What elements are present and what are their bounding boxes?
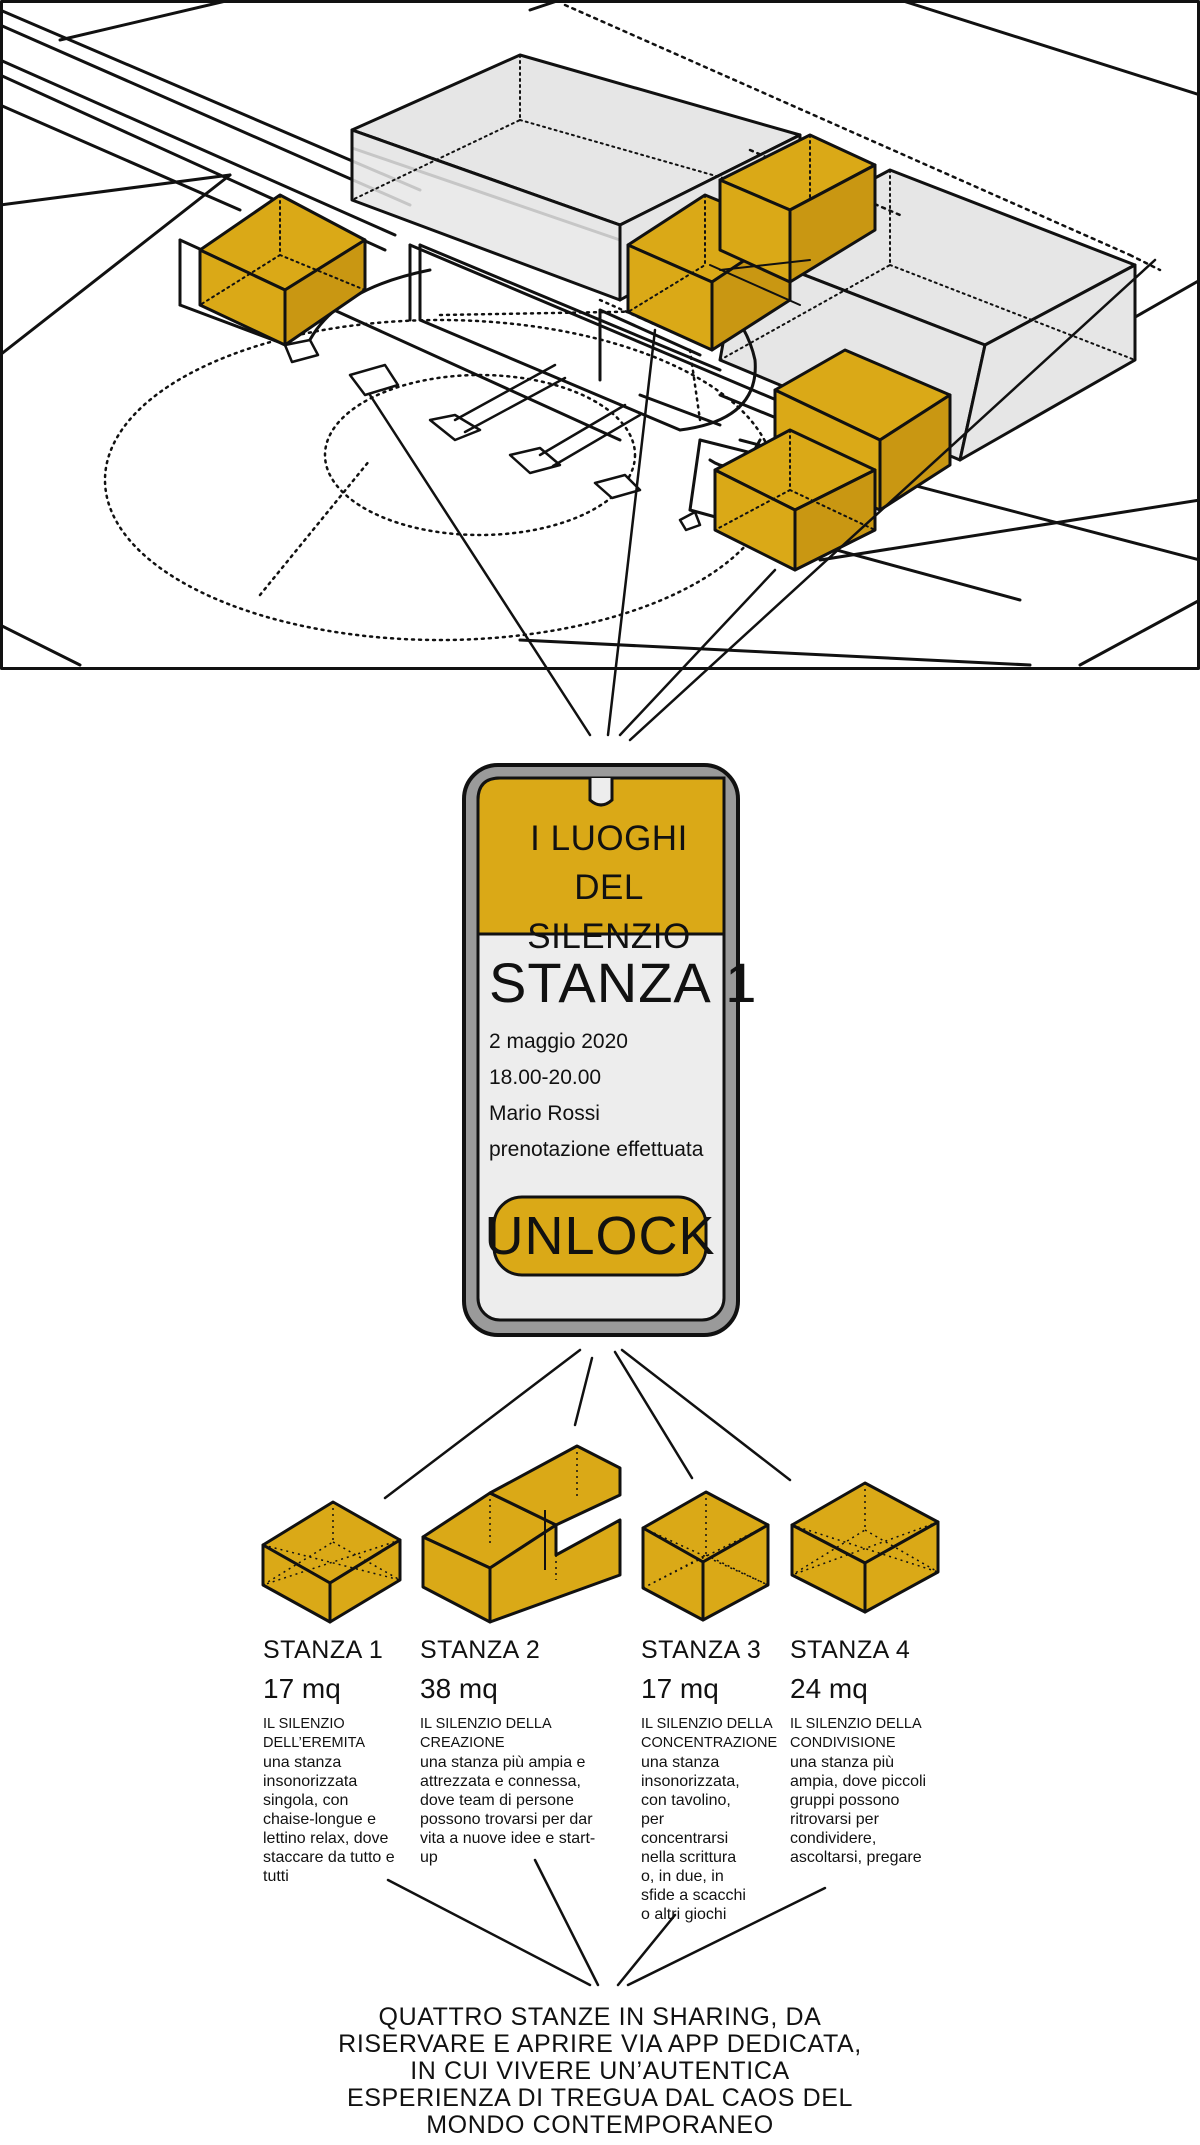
phone: [462, 763, 740, 1337]
room-card-2: STANZA 2 38 mq IL SILENZIO DELLA CREAZIO…: [420, 1636, 605, 1867]
room-card-4: STANZA 4 24 mq IL SILENZIO DELLA CONDIVI…: [790, 1636, 930, 1867]
phone-header: [476, 776, 726, 936]
room-icons: [261, 1444, 940, 1624]
room-area: 24 mq: [790, 1673, 868, 1704]
room-card-1: STANZA 1 17 mq IL SILENZIO DELL’EREMITA …: [263, 1636, 403, 1886]
app-title: I LUOGHI DEL SILENZIO: [527, 819, 691, 956]
phone-notch: [588, 778, 614, 807]
room-area: 17 mq: [263, 1673, 341, 1704]
room-subtitle: IL SILENZIO DELLA CREAZIONE: [420, 1716, 551, 1751]
booking-status: prenotazione effettuata: [489, 1138, 704, 1161]
room-subtitle: IL SILENZIO DELLA CONDIVISIONE: [790, 1716, 921, 1751]
room-1-icon: [261, 1500, 402, 1624]
room-name: STANZA 4: [790, 1636, 911, 1664]
room-name: STANZA 3: [641, 1636, 762, 1664]
connectors-middle: [383, 1348, 792, 1500]
room-area: 38 mq: [420, 1673, 498, 1704]
room-name: STANZA 2: [420, 1636, 541, 1664]
booking-time: 18.00-20.00: [489, 1066, 602, 1089]
unlock-button-shape: [492, 1195, 708, 1277]
room-4-icon: [790, 1481, 940, 1614]
site-plan: [0, 0, 1200, 670]
room-description: una stanza più ampia, dove piccoli grupp…: [790, 1754, 927, 1866]
room-description: una stanza insonorizzata singola, con ch…: [263, 1754, 395, 1885]
booked-room-name: STANZA 1: [489, 951, 758, 1014]
booking-date: 2 maggio 2020: [489, 1030, 628, 1053]
room-3-icon: [641, 1490, 770, 1622]
connectors-bottom: [386, 1858, 827, 1987]
room-subtitle: IL SILENZIO DELLA CONCENTRAZIONE: [641, 1716, 778, 1751]
room-area: 17 mq: [641, 1673, 719, 1704]
yellow-room-2: [626, 133, 877, 352]
booking-user: Mario Rossi: [489, 1102, 600, 1125]
yellow-room-1: [198, 193, 367, 347]
yellow-room-4: [713, 428, 877, 572]
unlock-button[interactable]: UNLOCK: [484, 1206, 716, 1266]
room-subtitle: IL SILENZIO DELL’EREMITA: [263, 1716, 366, 1751]
connectors-top: [368, 258, 1157, 742]
furniture: [283, 338, 702, 532]
room-2-icon: [421, 1444, 622, 1624]
room-card-3: STANZA 3 17 mq IL SILENZIO DELLA CONCENT…: [641, 1636, 778, 1924]
site-plan-frame: [0, 0, 1200, 670]
room-description: una stanza insonorizzata, con tavolino, …: [641, 1754, 746, 1923]
room-description: una stanza più ampia e attrezzata e conn…: [420, 1754, 596, 1866]
summary-text: QUATTRO STANZE IN SHARING, DA RISERVARE …: [338, 2003, 862, 2139]
room-name: STANZA 1: [263, 1636, 384, 1664]
